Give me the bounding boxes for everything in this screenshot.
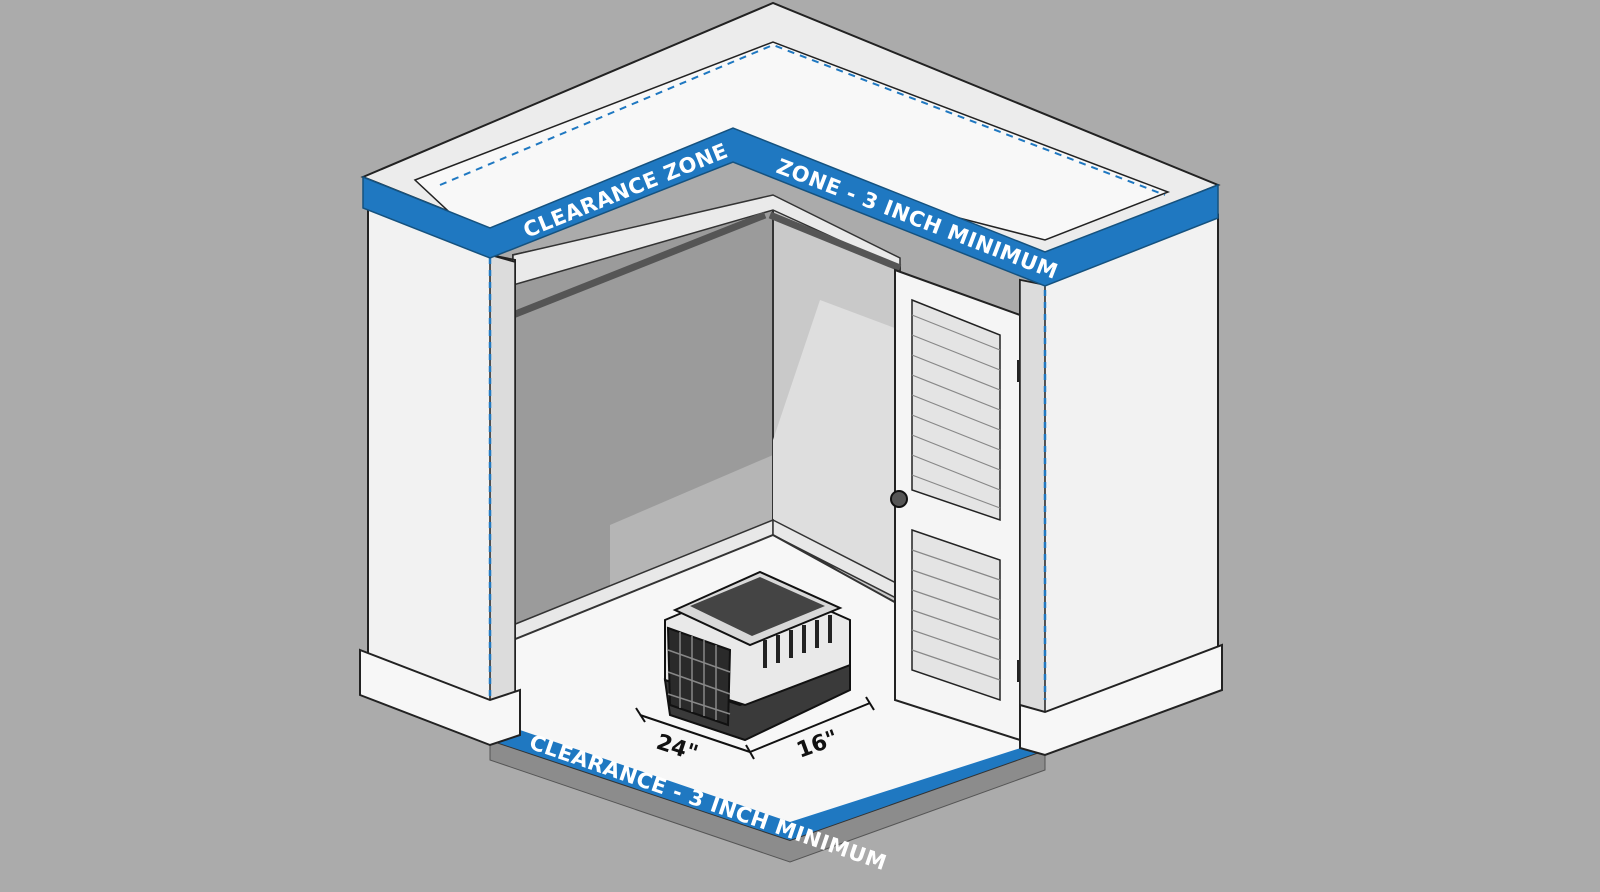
top-dashed-guide (439, 43, 1166, 196)
door-upper-louvers (911, 298, 1001, 522)
crate-top-vent (690, 577, 825, 636)
louver-slats (911, 314, 1001, 681)
right-pillar-side (1019, 279, 1046, 752)
left-pillar-baseboard (359, 648, 521, 747)
closet-rod (511, 211, 767, 319)
crate-door-grid (667, 632, 731, 720)
crate-door (666, 626, 732, 727)
pet-crate (663, 570, 851, 742)
right-pillar-baseboard (1019, 643, 1223, 757)
louvered-door[interactable] (890, 268, 1024, 742)
closet-rod-right (768, 211, 902, 272)
light-patch (610, 455, 773, 600)
left-pillar-side (489, 254, 516, 741)
top-clearance-band (362, 127, 1219, 287)
door-knob[interactable] (890, 490, 908, 508)
dimension-lines (635, 696, 875, 760)
floor-clearance-band (490, 730, 1045, 840)
crate-side-vents (763, 615, 832, 668)
light-shaft (773, 300, 900, 600)
